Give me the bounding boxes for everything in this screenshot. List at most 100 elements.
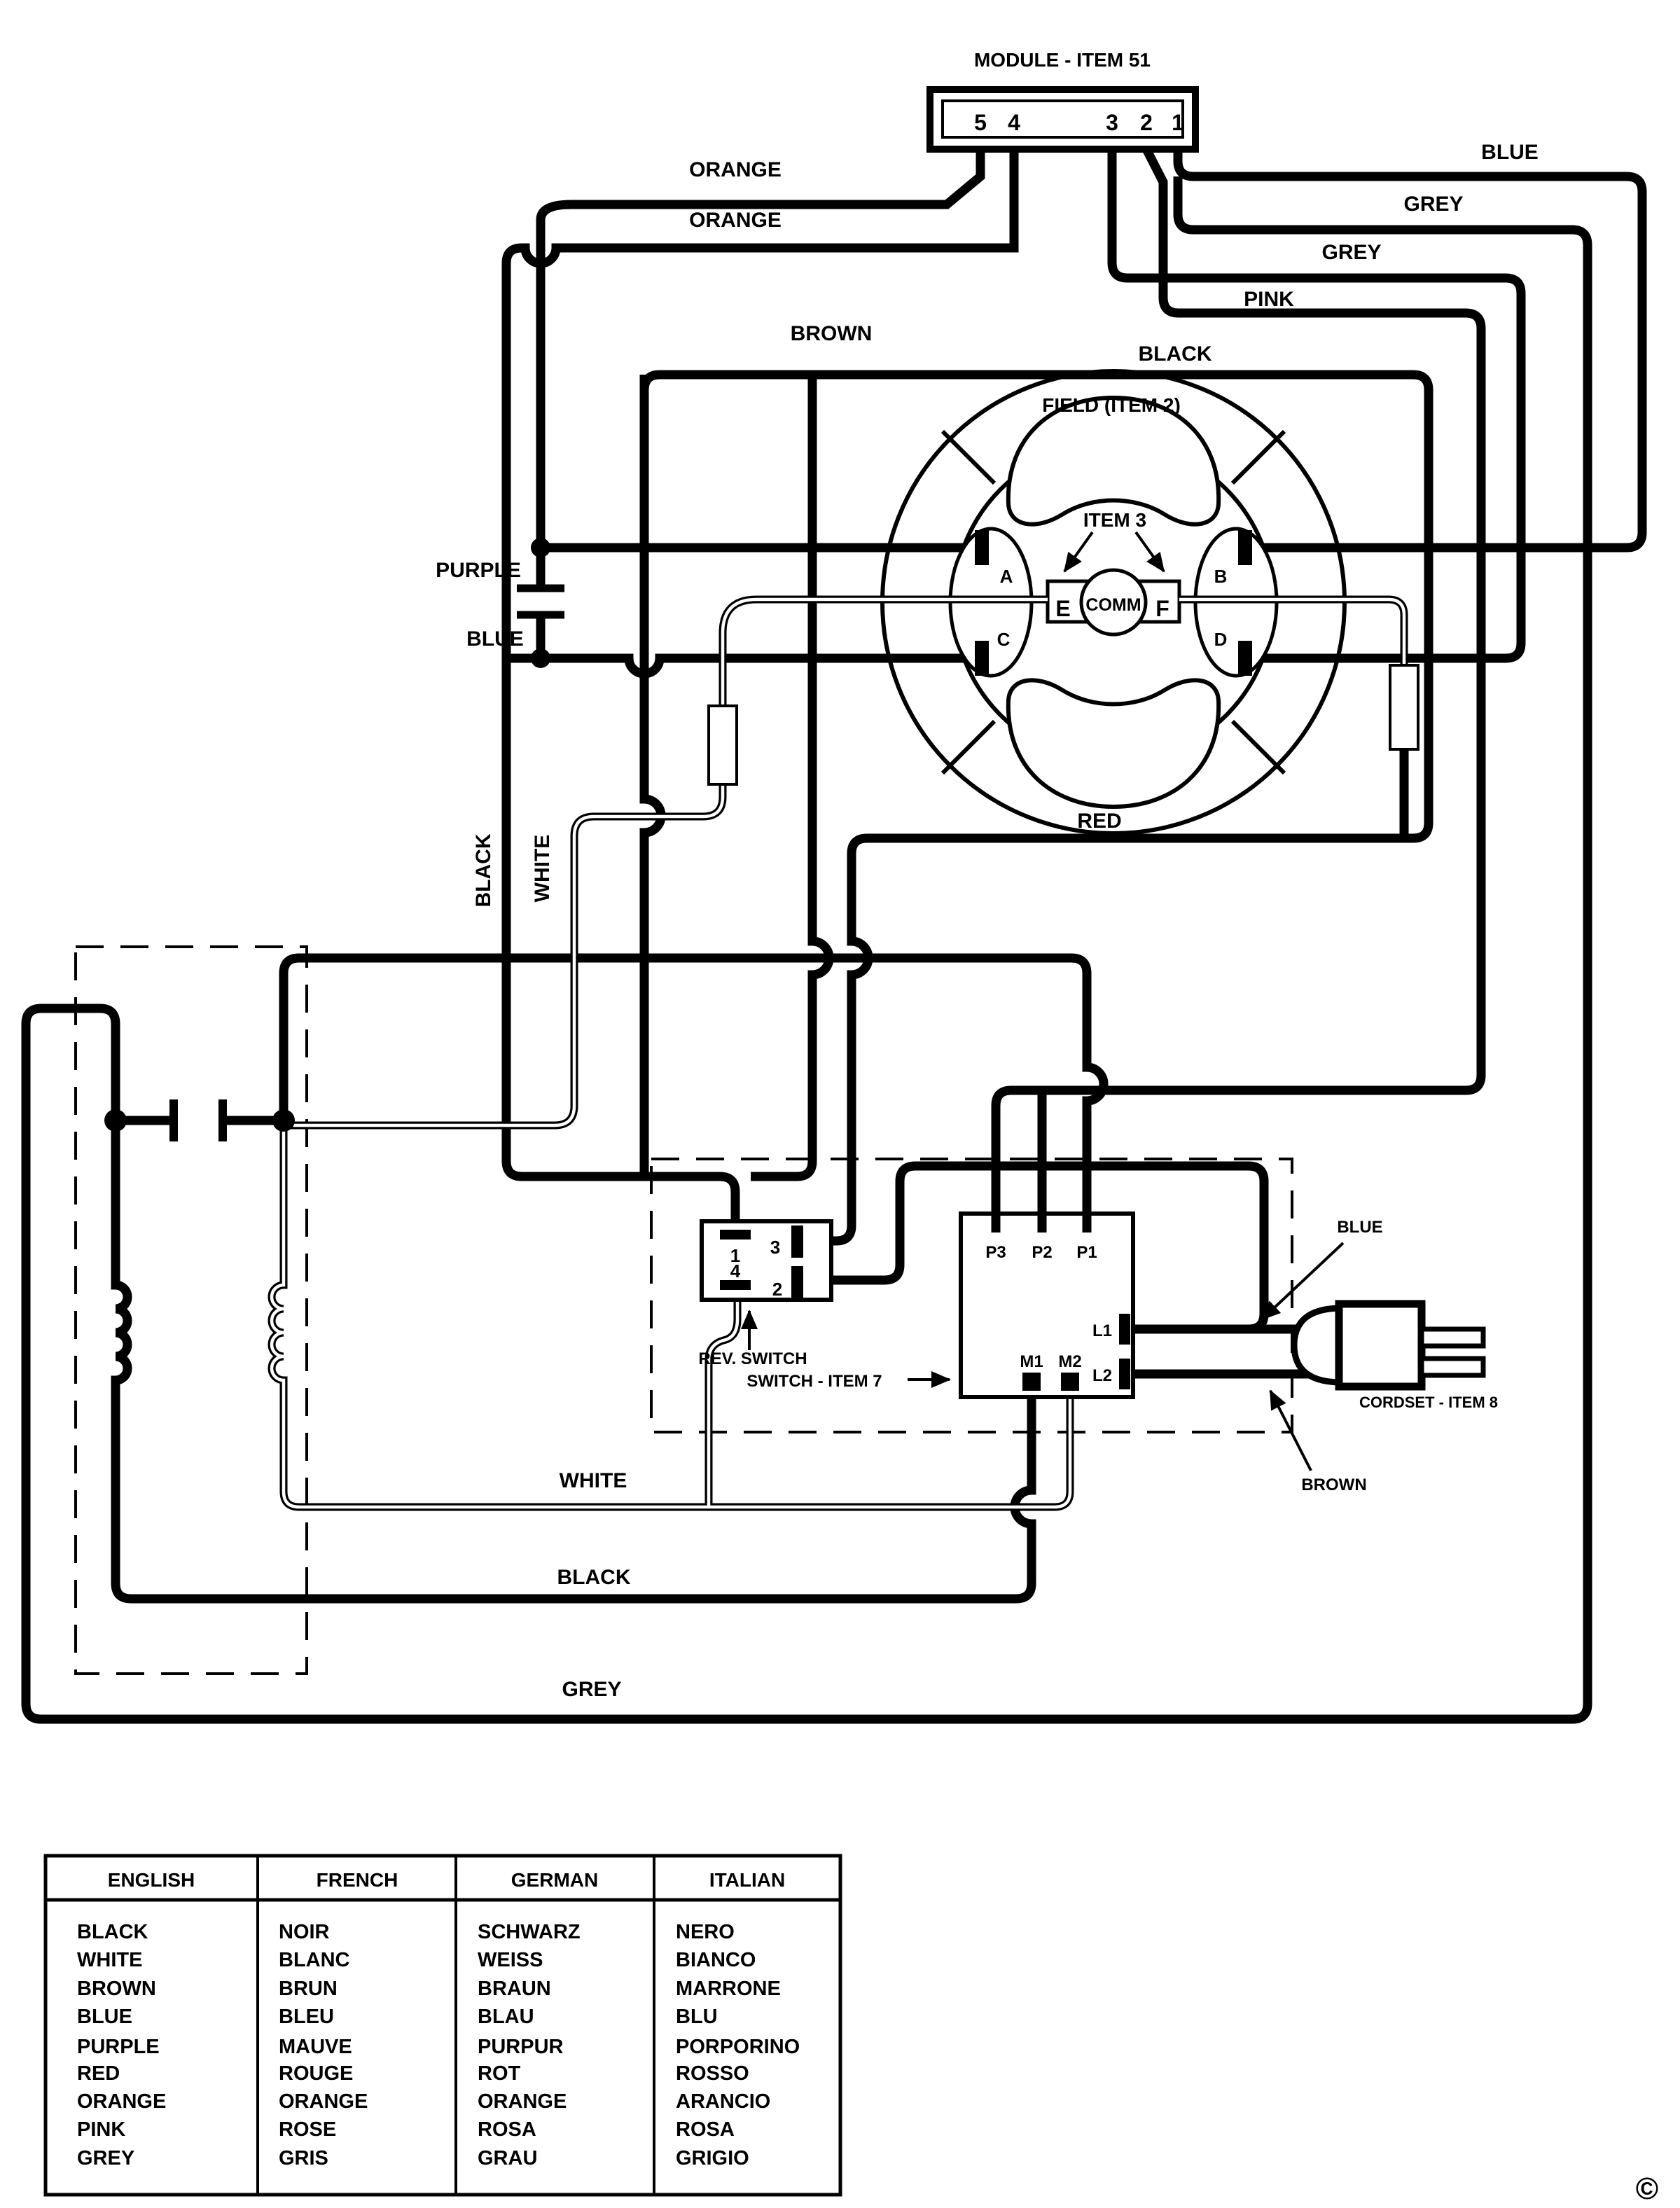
l2-terminal-bar <box>1119 1359 1130 1389</box>
table-cell: BRAUN <box>478 1978 551 2000</box>
white-wire-rev4-inner <box>707 1293 740 1507</box>
field-cut-line-tl <box>940 429 997 485</box>
table-cell: GREY <box>77 2147 134 2169</box>
table-cell: MAUVE <box>279 2036 352 2058</box>
rev-terminal-4-label: 4 <box>730 1261 741 1282</box>
label-black-top: BLACK <box>1139 342 1212 366</box>
field-coil-top <box>1006 395 1221 527</box>
table-cell: ROUGE <box>279 2062 353 2085</box>
field-cut-line-bl <box>940 719 997 775</box>
brush-left <box>707 704 738 786</box>
grey-wire-loop <box>21 176 1592 1724</box>
label-brown-top: BROWN <box>791 322 873 345</box>
table-cell: BLU <box>676 2006 718 2028</box>
comm-circle <box>1079 568 1148 637</box>
table-cell: BLAU <box>478 2006 534 2028</box>
table-cell: ORANGE <box>478 2090 567 2113</box>
label-blue-left: BLUE <box>466 627 524 651</box>
module-terminal-3: 3 <box>1106 110 1118 135</box>
blue-wire-module-to-field-b <box>1173 149 1647 553</box>
plug-dome <box>1291 1305 1345 1386</box>
cordset-brown-label: BROWN <box>1301 1476 1366 1494</box>
p1-run-wire <box>279 953 1109 1234</box>
table-cell: BLACK <box>77 1921 148 1943</box>
plug-prong-bottom <box>1419 1356 1486 1378</box>
l1-label: L1 <box>1092 1321 1112 1340</box>
item3-arrow-right <box>1134 531 1165 573</box>
module-terminal-1: 1 <box>1172 110 1184 135</box>
table-cell: PURPUR <box>478 2036 564 2058</box>
module-box-inner <box>941 99 1184 139</box>
switch-enclosure-dashed-box <box>650 1158 1293 1433</box>
table-cell: ORANGE <box>279 2090 368 2113</box>
p3-label: P3 <box>985 1243 1006 1262</box>
rev-switch-label: REV. SWITCH <box>698 1349 807 1368</box>
field-cut-line-br <box>1230 719 1286 775</box>
rev-terminal-bar-1 <box>720 1230 751 1240</box>
cordset-plug <box>1291 1300 1486 1391</box>
label-pink: PINK <box>1244 288 1294 311</box>
field-terminal-a-label: A <box>1000 566 1013 587</box>
label-white-vertical: WHITE <box>531 835 554 903</box>
table-header-french: FRENCH <box>317 1869 398 1891</box>
table-cell: NOIR <box>279 1921 330 1943</box>
table-cell: NERO <box>676 1921 735 1943</box>
l1-terminal-bar <box>1119 1314 1130 1345</box>
grey-wire-module-to-field-d <box>1107 149 1526 663</box>
label-purple: PURPLE <box>436 559 521 582</box>
pink-wire-module-to-p3 <box>991 147 1486 1234</box>
comm-label: COMM <box>1085 595 1141 615</box>
main-switch-box <box>959 1211 1135 1399</box>
rev-terminal-bar-3 <box>791 1225 803 1258</box>
table-cell: PURPLE <box>77 2036 160 2058</box>
table-cell: BIANCO <box>676 1949 756 1971</box>
table-header-german: GERMAN <box>511 1869 598 1891</box>
module-terminal-2: 2 <box>1140 110 1153 135</box>
field-coil-bottom <box>1006 678 1221 810</box>
label-black-vertical: BLACK <box>472 833 495 907</box>
label-grey-2: GREY <box>1321 241 1381 264</box>
comm-f-label: F <box>1155 596 1169 621</box>
rev-terminal-1-label: 1 <box>730 1245 740 1266</box>
field-c-wire <box>541 653 975 679</box>
table-cell: ROSA <box>676 2118 735 2141</box>
field-terminal-d-label: D <box>1214 629 1228 650</box>
black-riser-to-rev1-run <box>751 375 834 1181</box>
l2-label: L2 <box>1092 1366 1112 1385</box>
label-grey-bottom: GREY <box>562 1678 621 1701</box>
white-wire-e-inner <box>721 597 1048 706</box>
module-terminal-4: 4 <box>1008 110 1020 135</box>
rev-terminal-3-label: 3 <box>770 1237 780 1258</box>
item3-label: ITEM 3 <box>1083 509 1146 531</box>
m1-terminal-square <box>1022 1373 1041 1391</box>
black-brown-red-wire-run <box>639 370 1433 1246</box>
label-orange-1: ORANGE <box>689 158 782 181</box>
field-label: FIELD (ITEM 2) <box>1042 394 1181 416</box>
label-red: RED <box>1077 810 1121 833</box>
module-box <box>926 86 1199 153</box>
p1-label: P1 <box>1076 1243 1097 1262</box>
rev-terminal-bar-2 <box>791 1266 803 1298</box>
table-cell: ROSE <box>279 2118 336 2141</box>
module-terminal-5: 5 <box>974 110 987 135</box>
m2-label: M2 <box>1058 1352 1081 1371</box>
table-cell: BLEU <box>279 2006 334 2028</box>
table-cell: GRIS <box>279 2147 328 2169</box>
brush-right <box>1389 664 1419 751</box>
table-cell: ORANGE <box>77 2090 166 2113</box>
color-translation-table: ENGLISH FRENCH GERMAN ITALIAN BLACK NOIR… <box>43 1854 842 2197</box>
table-cell: BROWN <box>77 1978 156 2000</box>
m2-terminal-square <box>1061 1373 1079 1391</box>
table-cell: GRAU <box>478 2147 537 2169</box>
white-wire-coil-m2-inner <box>270 1120 1072 1509</box>
white-wire-rev4-outer <box>704 1293 742 1507</box>
brown-cordset-arrow <box>1269 1389 1312 1471</box>
label-orange-2: ORANGE <box>689 209 782 232</box>
terminal-bar-b <box>1238 530 1252 565</box>
plug-prong-top <box>1419 1326 1486 1349</box>
terminal-bar-a <box>975 530 989 565</box>
brown-riser-wire <box>639 375 666 1176</box>
field-terminal-c-label: C <box>997 629 1011 650</box>
